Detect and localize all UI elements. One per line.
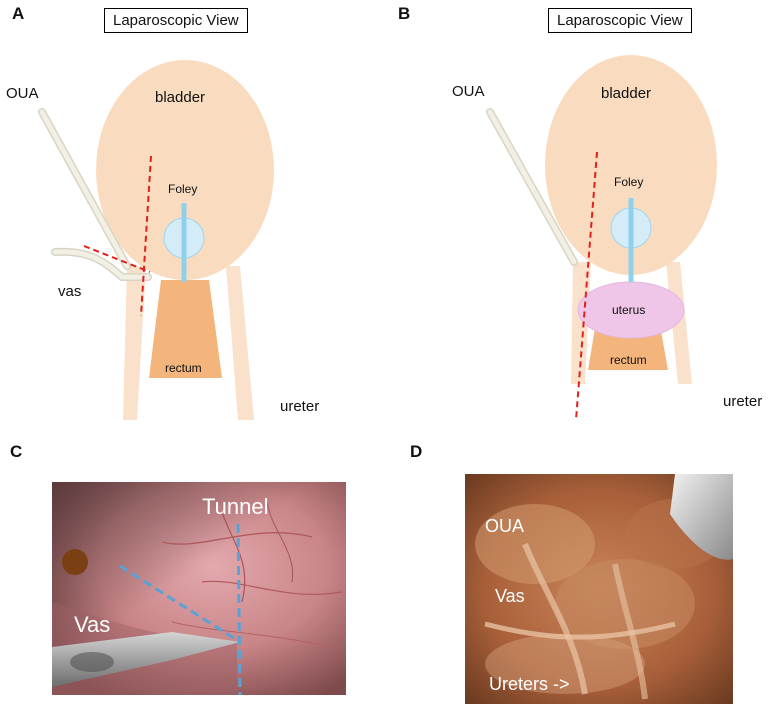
panel-b-bladder-label: bladder — [601, 85, 651, 102]
panel-a-rectum-label: rectum — [165, 361, 202, 375]
panel-b-letter: B — [398, 4, 411, 23]
panel-c-letter: C — [10, 442, 23, 461]
panel-b-diagram: bladder OUA Foley uterus rectum ureter — [452, 55, 762, 421]
panel-a-cut-line-angled — [83, 245, 151, 273]
panel-c-marker-dot — [62, 549, 88, 575]
panel-b-foley-label: Foley — [614, 175, 643, 189]
panel-b-ureter-label: ureter — [723, 393, 762, 410]
panel-b-oua-label: OUA — [452, 83, 485, 100]
panel-a-foley-label: Foley — [168, 182, 197, 196]
panel-b-uterus-label: uterus — [612, 303, 645, 317]
panel-c-forceps — [52, 632, 240, 687]
panel-b-cut-line — [575, 151, 598, 421]
panel-d-vas-label: Vas — [495, 586, 525, 606]
panel-a-vas-label: vas — [58, 283, 81, 300]
panel-c-photo: Tunnel Vas — [52, 482, 346, 695]
panel-b-view-title: Laparoscopic View — [548, 8, 692, 33]
panel-b-bladder — [545, 55, 717, 275]
panel-c-tunnel-line-vertical — [236, 523, 242, 695]
panel-d-instrument — [670, 474, 733, 560]
panel-b-rectum-label: rectum — [610, 353, 647, 367]
panel-a-diagram: bladder OUA Foley vas rectum ureter — [6, 60, 319, 420]
panel-a-view-title: Laparoscopic View — [104, 8, 248, 33]
panel-d-photo: OUA Vas Ureters -> — [465, 474, 733, 704]
panel-a-letter: A — [12, 4, 25, 23]
panel-a-cut-line-vertical — [140, 155, 152, 317]
panel-a-rectum — [149, 280, 222, 378]
panel-d-ureters-label: Ureters -> — [489, 674, 570, 694]
panel-c-vas-label: Vas — [74, 612, 110, 637]
panel-a-bladder-label: bladder — [155, 89, 205, 106]
panel-a-ureter-label: ureter — [280, 398, 319, 415]
panel-a-left-ureter — [123, 266, 146, 420]
panel-a-right-ureter — [226, 266, 254, 420]
panel-c-tunnel-label: Tunnel — [202, 494, 268, 519]
panel-d-oua-label: OUA — [485, 516, 524, 536]
panel-a-oua-label: OUA — [6, 85, 39, 102]
panel-a-bladder — [96, 60, 274, 280]
panel-c-tunnel-line-diagonal — [119, 564, 241, 644]
panel-d-letter: D — [410, 442, 423, 461]
